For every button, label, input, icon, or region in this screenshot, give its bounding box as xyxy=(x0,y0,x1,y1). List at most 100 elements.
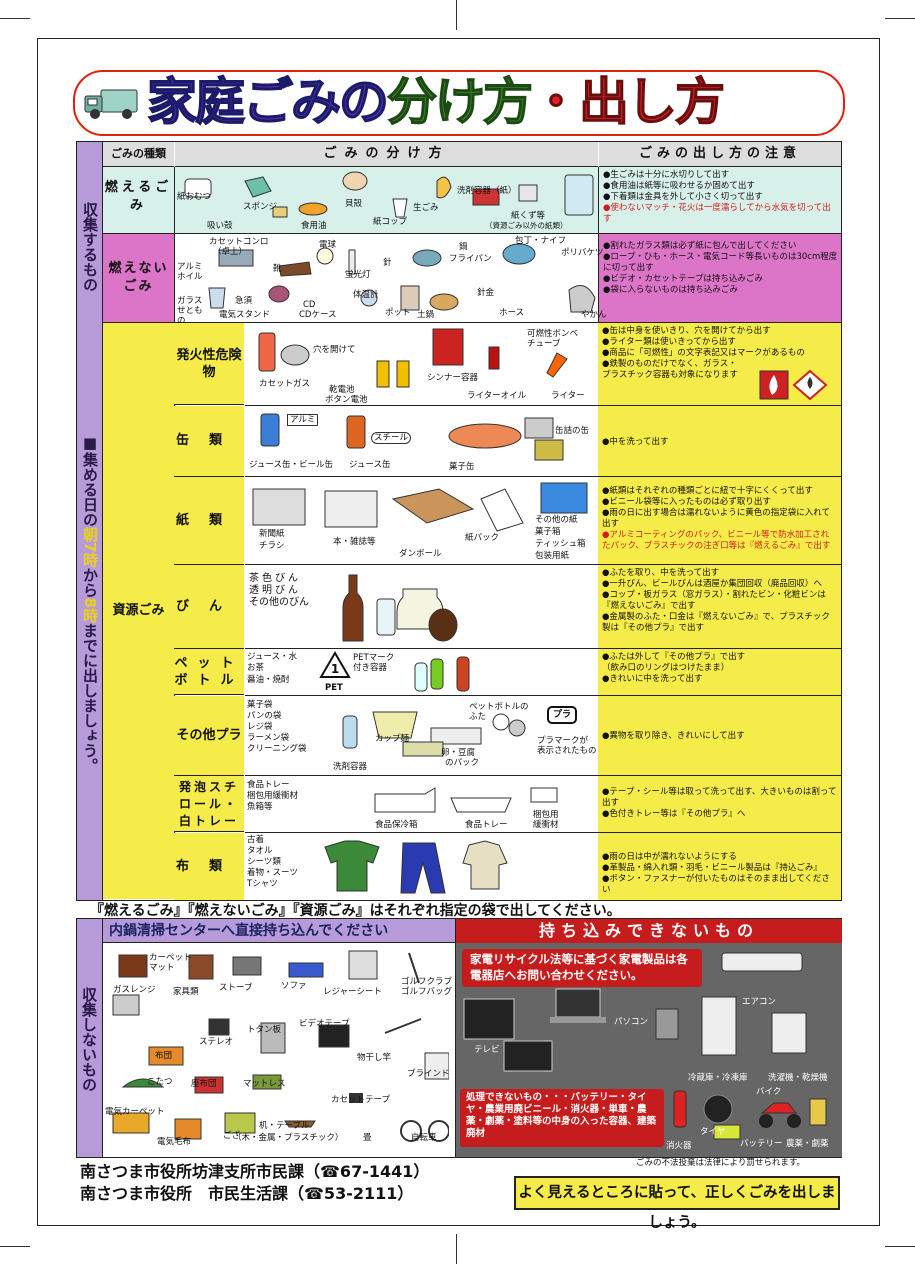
header-type: ごみの種類 xyxy=(103,142,174,167)
collection-time-start: 朝7時 xyxy=(81,526,99,567)
label-furniture: 家具類 xyxy=(173,987,199,997)
label-battery: バッテリー xyxy=(740,1139,783,1149)
label-pack: のパック xyxy=(445,758,480,768)
category-cloth: 布類 xyxy=(174,833,244,900)
note-warning: ●使わないマッチ・花火は一度濡らしてから水気を切って出す xyxy=(603,203,831,224)
collection-time-tail: までに出しましょう。 xyxy=(81,622,99,773)
label-cushioning: 緩衝材 xyxy=(533,820,559,830)
note: ●中を洗って出す xyxy=(602,437,669,447)
items-bottles: 茶色びん 透明びん その他のびん xyxy=(245,565,598,649)
label-candy-box: 菓子箱 xyxy=(535,527,561,537)
label-tshirt: Tシャツ xyxy=(247,879,278,889)
bottles-illustrations xyxy=(342,574,458,642)
plastic-illustrations xyxy=(342,711,526,757)
not-collected-band: 収集しないもの xyxy=(77,919,103,1157)
label-clear-bottle: 透明びん xyxy=(249,585,301,596)
collection-time-lead: ■集める日の xyxy=(81,433,99,527)
label-tube: チューブ xyxy=(527,339,561,349)
label-mattress: マットレス xyxy=(243,1079,286,1089)
label-cassette-tape: カセットテープ xyxy=(331,1095,390,1105)
notes-paper-bg: ●紙類はそれぞれの種類ごとに紐で十字にくくって出す ●ビニール袋等に入ったものは… xyxy=(598,477,841,565)
direct-delivery-header: 内鍋清掃センターへ直接持ち込んでください xyxy=(103,919,455,943)
label-goza: ござ xyxy=(223,1131,241,1141)
label-waste-paper-note: （資源ごみ以外の紙類） xyxy=(485,221,568,230)
category-other-plastic: その他プラ xyxy=(174,696,244,776)
label-other-bottle: その他のびん xyxy=(249,597,309,608)
label-candy-tin: 菓子缶 xyxy=(449,462,475,472)
note: ●ふたは外して『その他プラ』で出す xyxy=(602,652,746,662)
illegal-dumping-note: ごみの不法投棄は法律により罰せられます。 xyxy=(636,1158,805,1168)
notes-cloth: ●雨の日は中が濡れないようにする ●革製品・綿入れ類・羽毛・ビニール製品は『持込… xyxy=(598,849,841,899)
items-cans: アルミ スチール ジュース缶・ビール缶 ジュース缶 菓子缶 缶詰の缶 xyxy=(245,406,598,477)
direct-delivery-panel: 内鍋清掃センターへ直接持ち込んでください カーペッ xyxy=(103,919,455,1157)
label-pot: 鍋 xyxy=(459,242,468,252)
category-hazard: 発火性危険物 xyxy=(174,323,244,405)
note: ●異物を取り除き、きれいにして出す xyxy=(602,731,745,741)
category-resource: 資源ごみ xyxy=(112,603,165,618)
label-soy-shochu: 醤油・焼酎 xyxy=(247,675,290,685)
items-styrofoam: 食品トレー 梱包用緩衝材 魚箱等 食品保冷箱 食品トレー 梱包用 緩衝材 xyxy=(245,776,598,833)
notes-pet-bg: ●ふたは外して『その他プラ』で出す （飲み口のリングはつけたまま） ●きれいに中… xyxy=(598,649,841,696)
note: ●袋に入らないものは持ち込みごみ xyxy=(603,285,738,295)
label-desk-lamp: 電気スタンド xyxy=(219,310,271,320)
label-towel: タオル xyxy=(247,846,273,856)
label-pet-mark: PETマーク xyxy=(353,653,395,663)
items-hazard: カセットガス 穴を開けて 乾電池 ボタン電池 シンナー容器 ライターオイル 可燃… xyxy=(245,323,598,406)
label-paper-pack: 紙パック xyxy=(465,533,500,543)
header-sort: ごみの分け方 xyxy=(175,142,598,167)
page-title: 家庭ごみの分け方・出し方 xyxy=(146,73,726,131)
title-part-1: 家庭ごみの xyxy=(146,73,390,131)
label-packing-material: 梱包用緩衝材 xyxy=(247,791,299,801)
label-tissue-box: ティッシュ箱 xyxy=(535,539,586,549)
notes-styrofoam: ●テープ・シール等は取って洗って出す、大きいものは割って出す ●色付きトレー等は… xyxy=(598,784,841,823)
pet-recycle-icon: 1 xyxy=(319,651,351,678)
label-make-hole: 穴を開けて xyxy=(313,345,356,355)
label-pet-container: 付き容器 xyxy=(353,663,388,673)
note: ●ビニール袋等に入ったものは必ず取り出す xyxy=(602,497,771,507)
label-books-magazines: 本・雑誌等 xyxy=(333,537,376,547)
label-tatami: 畳 xyxy=(363,1133,372,1143)
label-button-battery: ボタン電池 xyxy=(325,395,368,405)
label-table-material: （木・金属・プラスチック） xyxy=(233,1133,344,1143)
svg-text:1: 1 xyxy=(331,662,339,676)
label-wrapping-paper: 包装用紙 xyxy=(535,551,570,561)
label-plastic-mark-shown: 表示されたもの xyxy=(537,746,597,756)
crop-mark xyxy=(885,18,915,19)
label-cooking-oil: 食用油 xyxy=(301,221,327,231)
label-detergent-container: 洗剤容器 xyxy=(333,762,368,772)
label-video-tape: ビデオテープ xyxy=(299,1019,350,1029)
label-extinguisher: 消火器 xyxy=(666,1141,692,1151)
label-detergent-paper: 洗剤容器（紙） xyxy=(457,186,517,196)
garbage-truck-icon xyxy=(84,89,138,119)
note: ●鉄製のものだけでなく、ガラス・ xyxy=(602,359,737,369)
note: ●雨の日に出す場合は濡れないように黄色の指定袋に入れて出す xyxy=(602,508,830,529)
category-burnable: 燃えるごみ xyxy=(104,180,173,213)
label-stereo: ステレオ xyxy=(199,1037,234,1047)
cannot-accept-header: 持ち込みできないもの xyxy=(456,919,842,943)
label-bulb: 電球 xyxy=(319,240,337,250)
pet-illustrations xyxy=(414,656,470,692)
crop-mark xyxy=(456,1234,457,1264)
notes-pet: ●ふたは外して『その他プラ』で出す （飲み口のリングはつけたまま） ●きれいに中… xyxy=(598,649,841,688)
note: ●革製品・綿入れ類・羽毛・ビニール製品は『持込ごみ』 xyxy=(602,863,822,873)
label-aluminum-foil: アルミホイル xyxy=(177,262,203,282)
note-warning: ●アルミコーティングのパック、ビニール等で防水加工されたパック、プラスチックの注… xyxy=(602,530,831,551)
category-nonburnable: 燃えないごみ xyxy=(108,261,169,294)
label-juice-can: ジュース缶 xyxy=(349,460,391,470)
notes-paper: ●紙類はそれぞれの種類ごとに紐で十字にくくって出す ●ビニール袋等に入ったものは… xyxy=(598,483,841,555)
note: ●雨の日は中が濡れないようにする xyxy=(602,852,737,862)
label-other-paper: その他の紙 xyxy=(535,515,578,525)
note: ●紙類はそれぞれの種類ごとに紐で十字にくくって出す xyxy=(602,486,813,496)
label-needle: 針 xyxy=(383,258,392,268)
label-juice-water: ジュース・水 xyxy=(247,652,297,662)
label-gas-cylinder: 可燃性ボンベ xyxy=(527,329,579,339)
label-futon: 布団 xyxy=(155,1051,173,1061)
label-steel: スチール xyxy=(371,432,412,444)
items-other-plastic: 菓子袋 パンの袋 レジ袋 ラーメン袋 クリーニング袋 洗剤容器 カップ麺 ペット… xyxy=(245,696,598,776)
cannot-accept-panel: 持ち込みできないもの 家電リサイクル法等に基づく家電製品は各電器店へお問い合わせ… xyxy=(455,919,842,1157)
label-dry-battery: 乾電池 xyxy=(329,385,355,395)
note: ●ビデオ・カセットテープは持ち込みごみ xyxy=(603,274,763,284)
label-cassette-stove: カセットコンロ xyxy=(209,237,269,247)
label-food-waste: 生ごみ xyxy=(413,203,439,213)
label-canned-food: 缶詰の缶 xyxy=(555,426,590,436)
